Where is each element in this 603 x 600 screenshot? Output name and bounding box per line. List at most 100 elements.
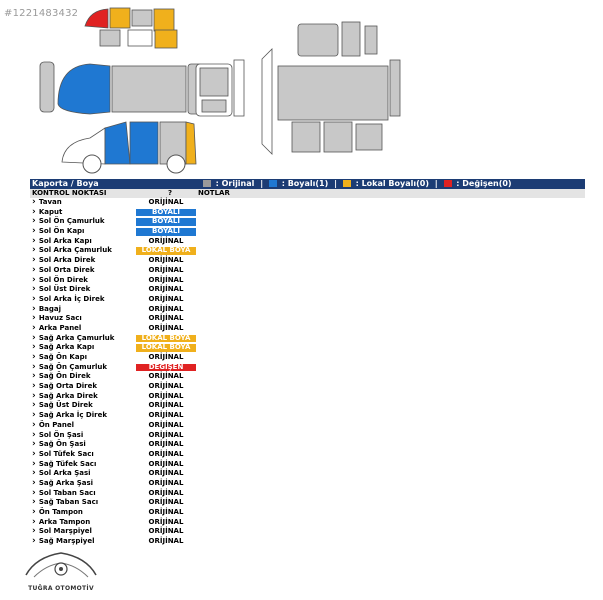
car-body-diagram [39,7,401,174]
check-point-text: Arka Panel [38,323,82,332]
check-point-text: Sağ Arka Direk [38,391,98,400]
status-badge: ORİJİNAL [148,401,184,410]
car-left-side-view [61,121,197,174]
check-point-text: Sol Taban Sacı [38,488,96,497]
check-point-label: › Sağ Ön Direk [32,372,91,382]
status-badge: ORİJİNAL [148,488,184,497]
check-point-label: › Sağ Arka İç Direk [32,410,107,421]
paint-legend-bar: Kaporta / Boya : Orijinal | : Boyalı(1) … [30,179,585,189]
check-point-label: › Sol Marşpiyel [32,527,92,537]
chevron-right-icon: › [32,361,39,372]
chevron-right-icon: › [32,458,39,469]
status-badge: ORİJİNAL [148,469,184,478]
check-point-text: Sağ Ön Kapı [38,353,87,361]
degisen-swatch [443,180,452,187]
status-badge: DEĞİŞEN [136,363,196,372]
check-point-text: Havuz Sacı [38,314,82,323]
status-badge: ORİJİNAL [148,314,184,323]
check-point-label: › Sağ Arka Çamurluk [32,333,115,344]
table-row: › Arka Panel ORİJİNAL [30,322,210,334]
check-point-text: Sol Üst Direk [38,285,91,294]
table-header: KONTROL NOKTASI ? NOTLAR [30,189,585,198]
table-row: › Sağ Üst Direk ORİJİNAL [30,401,210,411]
status-badge: ORİJİNAL [148,440,184,449]
status-badge: ORİJİNAL [148,323,184,332]
check-point-text: Sağ Tüfek Sacı [38,459,97,468]
check-point-text: Sağ Arka Şasi [38,478,94,487]
status-badge: ORİJİNAL [148,478,184,487]
status-badge: ORİJİNAL [148,498,184,507]
check-point-label: › Sol Arka İç Direk [32,294,105,305]
status-badge: ORİJİNAL [148,294,184,303]
check-point-label: › Kaput [32,207,62,218]
check-point-text: Sağ Taban Sacı [38,498,99,507]
status-badge: ORİJİNAL [148,527,184,536]
chevron-right-icon: › [32,264,39,275]
col-header-point: KONTROL NOKTASI [32,189,107,197]
status-badge: ORİJİNAL [148,372,184,381]
check-point-label: › Sağ Marşpiyel [32,536,95,547]
check-point-text: Sağ Ön Çamurluk [38,362,108,371]
chevron-right-icon: › [32,313,39,324]
chevron-right-icon: › [32,352,39,362]
status-badge: ORİJİNAL [148,459,184,468]
check-point-label: › Ön Panel [32,420,75,431]
status-badge: ORİJİNAL [148,537,184,546]
status-badge: ORİJİNAL [148,449,184,458]
chevron-right-icon: › [32,390,39,401]
check-point-text: Sağ Orta Direk [38,382,98,391]
chevron-right-icon: › [32,216,39,227]
check-point-text: Sol Orta Direk [38,265,95,274]
check-point-text: Ön Panel [38,420,75,429]
chevron-right-icon: › [32,274,39,285]
check-point-text: Sol Ön Kapı [38,227,85,236]
check-point-text: Ön Tampon [38,508,83,516]
legend-orijinal: : Orijinal [215,179,255,188]
chevron-right-icon: › [32,497,39,508]
check-point-label: › Sağ Arka Direk [32,390,98,402]
lokal-swatch [342,180,351,187]
chevron-right-icon: › [32,322,39,333]
check-point-text: Sol Arka İç Direk [38,294,105,303]
check-point-label: › Sol Ön Çamurluk [32,217,105,227]
chevron-right-icon: › [32,303,39,314]
check-point-text: Sol Arka Direk [38,256,96,265]
status-badge: LOKAL BOYA [136,247,196,256]
check-point-text: Sağ Arka Kapı [38,343,95,352]
check-point-text: Sağ Arka Çamurluk [38,333,115,342]
check-point-label: › Sol Ön Direk [32,274,88,286]
check-point-label: › Havuz Sacı [32,313,82,324]
table-row: › Sağ Taban Sacı ORİJİNAL [30,497,210,508]
check-point-label: › Sağ Orta Direk [32,381,98,392]
status-badge: ORİJİNAL [148,382,184,391]
check-point-text: Sol Marşpiyel [38,527,92,536]
check-point-label: › Sağ Arka Kapı [32,342,95,353]
orijinal-swatch [202,180,211,187]
check-point-label: › Arka Tampon [32,517,90,528]
chevron-right-icon: › [32,381,39,392]
check-point-text: Bagaj [38,304,62,313]
status-badge: ORİJİNAL [148,508,184,516]
legend-lokal: : Lokal Boyalı(0) [355,179,429,188]
legend-degisen: : Değişen(0) [456,179,512,188]
check-point-text: Sağ Üst Direk [38,401,93,410]
check-point-label: › Sağ Üst Direk [32,401,93,411]
check-point-text: Sağ Ön Şasi [38,440,86,449]
chevron-right-icon: › [32,342,39,353]
check-point-label: › Ön Tampon [32,507,83,518]
listing-id-watermark: #1221483432 [4,8,79,19]
